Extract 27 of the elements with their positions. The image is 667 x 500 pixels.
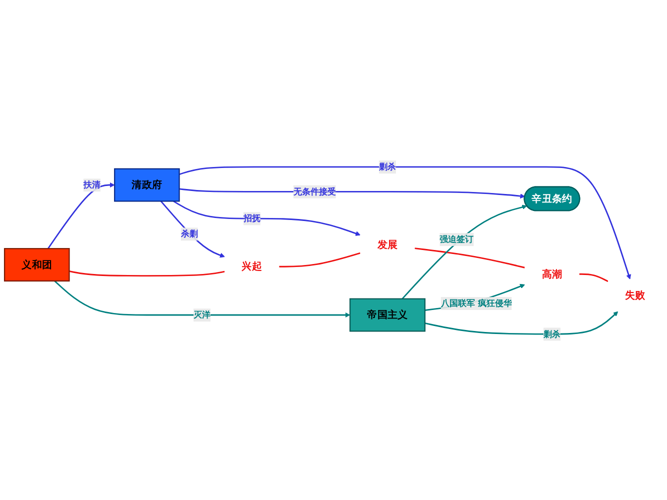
connector	[579, 272, 608, 282]
edge-label: 招抚	[243, 212, 260, 224]
arrow	[173, 200, 360, 236]
node-box: 清政府	[114, 168, 180, 202]
edge-label: 八国联军 疯狂侵华	[440, 298, 512, 308]
edge-label: 杀剿	[180, 228, 198, 238]
node-text: 失败	[625, 288, 646, 301]
arrow	[424, 310, 618, 334]
node-box: 帝国主义	[349, 298, 426, 332]
edge-label: 剿杀	[378, 161, 396, 172]
node-box: 义和团	[4, 248, 70, 282]
arrow	[402, 204, 528, 299]
edge-label: 剿杀	[543, 328, 560, 339]
arrow	[47, 182, 115, 249]
edge-label: 灭洋	[193, 309, 210, 320]
connector	[69, 270, 225, 276]
arrow	[424, 283, 525, 310]
edge-label: 无条件接受	[293, 186, 336, 196]
node-text: 兴起	[242, 260, 262, 272]
arrow	[160, 200, 225, 258]
node-text: 发展	[377, 238, 398, 250]
edge-label: 扶清	[83, 179, 100, 190]
edge-label: 强迫签订	[440, 234, 474, 244]
node-text: 高潮	[542, 268, 562, 280]
connector	[279, 252, 360, 267]
arrow	[54, 280, 350, 317]
connector	[414, 247, 525, 268]
